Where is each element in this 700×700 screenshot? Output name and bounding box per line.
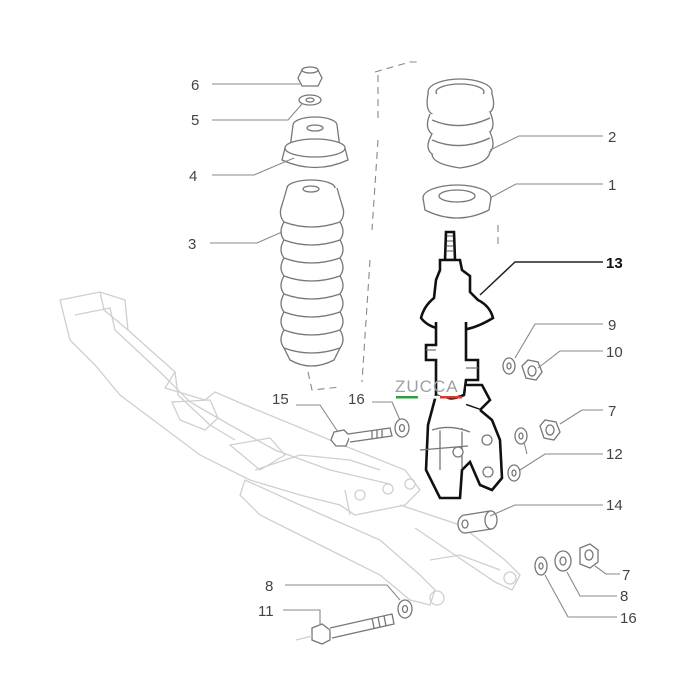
part-1-spring-seat [422, 184, 492, 219]
callout-14: 14 [606, 497, 623, 514]
part-7-nut-upper [539, 419, 561, 441]
brand-watermark: ZUCCA [395, 377, 462, 399]
callout-2: 2 [608, 129, 616, 146]
callout-16-lower: 16 [620, 610, 637, 627]
part-14-bushing [457, 510, 498, 534]
part-8-spacer-right [554, 550, 572, 572]
callout-12: 12 [606, 446, 623, 463]
callout-9: 9 [608, 317, 616, 334]
assembly-dashed-lines [307, 61, 499, 391]
part-4-strut-mount [281, 116, 349, 169]
callout-16-upper: 16 [348, 391, 365, 408]
watermark-flag-green [396, 396, 418, 399]
part-6-nut [297, 66, 323, 87]
part-3-dust-bellows [279, 179, 345, 367]
part-8-spacer-left [397, 599, 413, 619]
part-13-shock-absorber [419, 230, 504, 500]
callout-7-lower: 7 [622, 567, 630, 584]
callout-4: 4 [189, 168, 197, 185]
callout-11: 11 [258, 603, 274, 620]
callout-8-left: 8 [265, 578, 273, 595]
callout-6: 6 [191, 77, 199, 94]
callout-1: 1 [608, 177, 616, 194]
watermark-brand-text: ZUCCA [395, 377, 459, 396]
part-9-washer [502, 357, 516, 375]
callout-10: 10 [606, 344, 623, 361]
callout-labels: 6 5 4 3 2 1 13 9 10 15 16 7 12 14 7 8 16… [188, 77, 637, 627]
part-16-washer-upper [394, 418, 410, 438]
part-5-washer [298, 94, 322, 106]
callout-15: 15 [272, 391, 289, 408]
leader-lines [210, 83, 620, 624]
part-16-washer-lower [534, 556, 548, 576]
part-10-nut [521, 359, 543, 381]
part-7-nut-lower [579, 543, 599, 569]
callout-13: 13 [606, 255, 623, 272]
part-12-washers [507, 427, 528, 482]
part-11-bolt [295, 613, 395, 645]
callout-3: 3 [188, 236, 196, 253]
callout-7-upper: 7 [608, 403, 616, 420]
watermark-flag-red [440, 396, 462, 399]
callout-8-right: 8 [620, 588, 628, 605]
callout-5: 5 [191, 112, 199, 129]
watermark-flag-white [417, 395, 441, 399]
part-2-coil-spring [426, 78, 495, 169]
part-15-bolt [330, 427, 393, 447]
